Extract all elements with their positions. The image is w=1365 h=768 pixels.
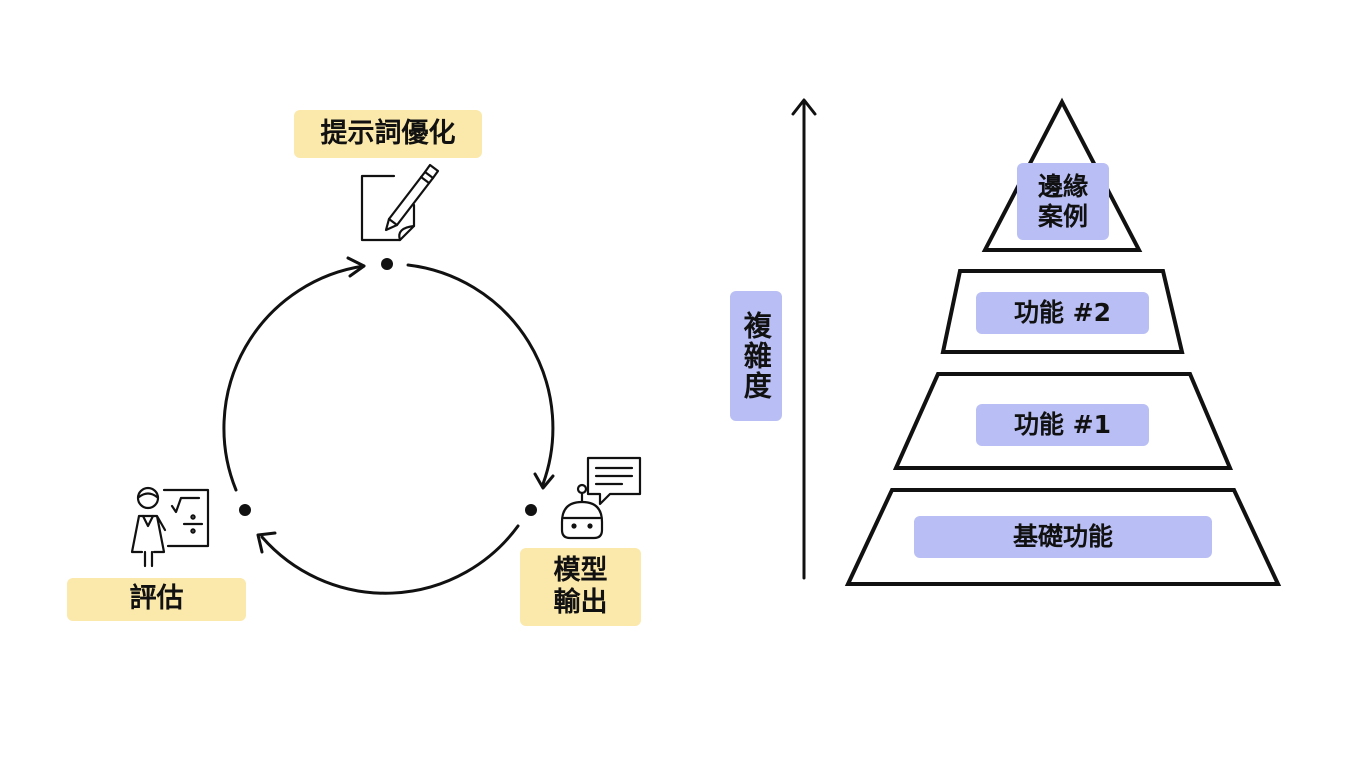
cycle-arc-output-to-evaluation bbox=[260, 524, 520, 595]
cycle-arc-prompt-to-output bbox=[406, 263, 555, 486]
step-label-model-output: 模型 輸出 bbox=[520, 548, 641, 626]
pyramid-label-feature-2: 功能 #2 bbox=[976, 292, 1149, 334]
cycle-arc-evaluation-to-prompt bbox=[222, 264, 366, 492]
teacher-board-icon bbox=[130, 486, 210, 568]
complexity-axis-arrowhead bbox=[791, 98, 817, 116]
cycle-arrowhead-evaluation bbox=[256, 531, 277, 554]
complexity-axis-label: 複雜度 bbox=[730, 291, 782, 421]
cycle-arrowhead-prompt bbox=[346, 256, 366, 278]
document-pen-icon bbox=[360, 163, 440, 242]
step-label-evaluation: 評估 bbox=[67, 578, 246, 621]
step-label-prompt-optimization: 提示詞優化 bbox=[294, 110, 482, 158]
pyramid-label-edge-cases: 邊緣 案例 bbox=[1017, 163, 1109, 240]
pyramid-label-base: 基礎功能 bbox=[914, 516, 1212, 558]
cycle-arrowhead-output bbox=[533, 472, 555, 490]
robot-eyes bbox=[571, 523, 593, 529]
cycle-node-prompt bbox=[381, 258, 393, 270]
cycle-node-output bbox=[525, 504, 537, 516]
robot-chat-icon bbox=[560, 456, 642, 540]
cycle-node-evaluation bbox=[239, 504, 251, 516]
pyramid-label-feature-1: 功能 #1 bbox=[976, 404, 1149, 446]
